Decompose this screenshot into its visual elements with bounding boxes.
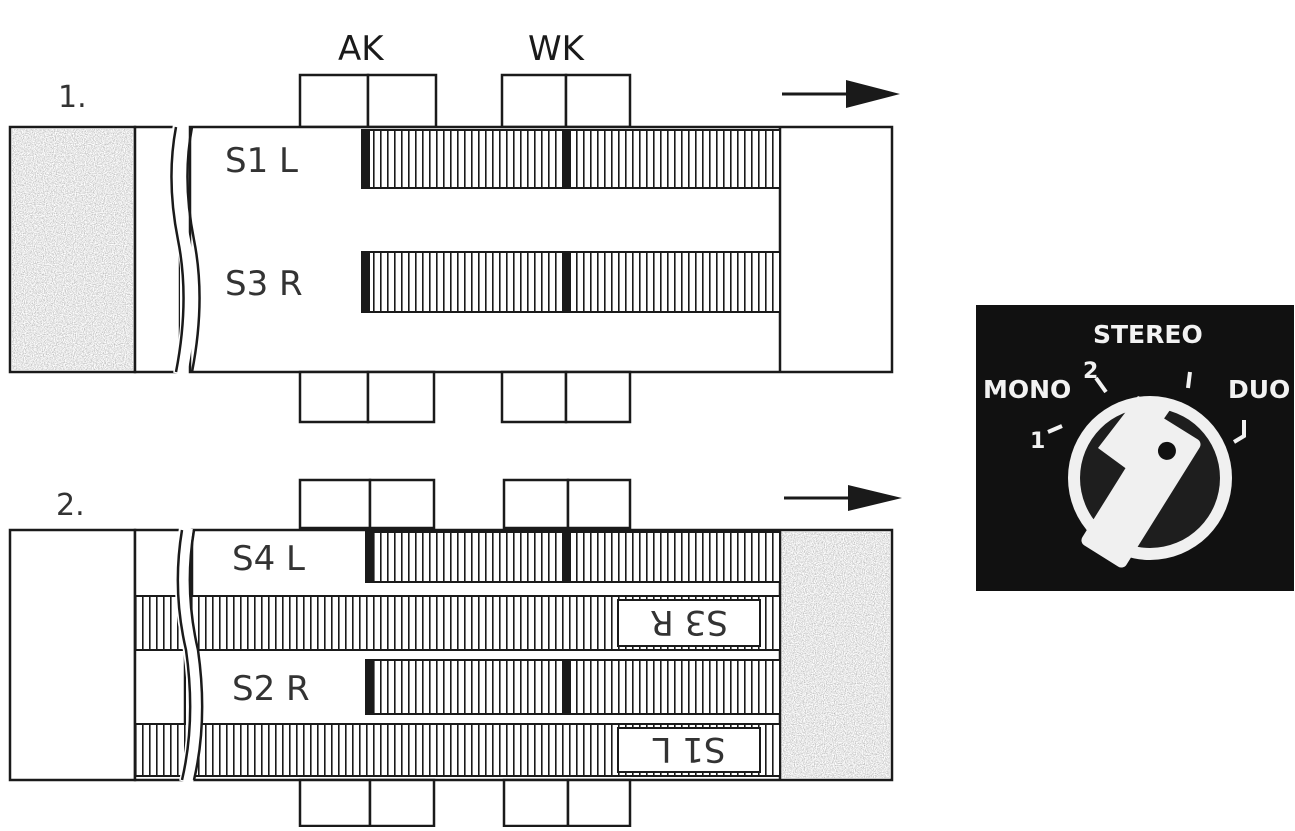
- track-s1-l-reverse: S1 L: [134, 723, 781, 777]
- record-head-bottom: [500, 370, 632, 424]
- tape-break-mark: [170, 126, 185, 373]
- track-start-marker: [362, 130, 370, 188]
- panel-number: 1.: [58, 80, 87, 115]
- track-s2-r: S2 R: [232, 659, 781, 715]
- stereo-label: STEREO: [1093, 320, 1203, 349]
- panel-number: 2.: [56, 488, 85, 523]
- tape-leader-stipple: [12, 129, 133, 370]
- track-label: S4 L: [232, 539, 305, 579]
- record-head-bottom: [502, 778, 632, 828]
- track-start-marker: [366, 660, 374, 714]
- head-label-wk: WK: [528, 29, 586, 69]
- mode-selector-panel: STEREO MONO DUO 2 1: [976, 305, 1294, 591]
- head-gap-marker: [563, 130, 571, 188]
- track-s1-l: S1 L: [225, 129, 781, 189]
- head-gap-marker: [563, 252, 571, 312]
- position-1-label: 1: [1030, 429, 1045, 454]
- arrow-head: [846, 80, 900, 108]
- tape-trailer-stipple: [780, 532, 890, 778]
- erase-head-top: [298, 478, 436, 530]
- track-s4-l: S4 L: [232, 531, 781, 583]
- arrow-head: [848, 485, 902, 511]
- track-label: S1 L: [225, 141, 298, 181]
- track-label: S3 R: [225, 264, 303, 304]
- track-label: S2 R: [232, 669, 310, 709]
- erase-head-top: [298, 73, 438, 129]
- erase-head-bottom: [298, 370, 436, 424]
- tape-break-mark: [176, 529, 192, 781]
- position-ticks: [1047, 371, 1246, 444]
- knob-indicator-dot: [1157, 441, 1176, 460]
- track-s3-r: S3 R: [225, 251, 781, 313]
- head-gap-marker: [563, 532, 571, 582]
- track-bar: [365, 531, 781, 583]
- position-2-label: 2: [1083, 359, 1098, 384]
- erase-head-bottom: [298, 778, 436, 828]
- panel-1: 1. AK WK S1 L S3 R: [8, 29, 900, 424]
- panel-2: 2. S4 L S3 R S2 R S1 L: [8, 478, 902, 828]
- head-gap-marker: [563, 660, 571, 714]
- track-s3-r-reverse: S3 R: [134, 595, 781, 651]
- head-label-ak: AK: [338, 29, 385, 69]
- track-start-marker: [362, 252, 370, 312]
- knob-pointer: [1081, 417, 1201, 568]
- track-group: S4 L S3 R S2 R S1 L: [134, 531, 781, 777]
- record-head-top: [500, 73, 632, 129]
- tape-leader: [8, 528, 137, 782]
- track-label-box: [617, 727, 761, 773]
- track-label-inverted: S3 R: [650, 602, 728, 642]
- record-head-top: [502, 478, 632, 530]
- track-label-box: [617, 599, 761, 647]
- track-bar: [365, 659, 781, 715]
- duo-label: DUO: [1228, 375, 1290, 404]
- track-label-inverted: S1 L: [652, 729, 725, 769]
- track-start-marker: [366, 532, 374, 582]
- track-group: S1 L S3 R: [225, 129, 781, 313]
- mono-label: MONO: [983, 375, 1071, 404]
